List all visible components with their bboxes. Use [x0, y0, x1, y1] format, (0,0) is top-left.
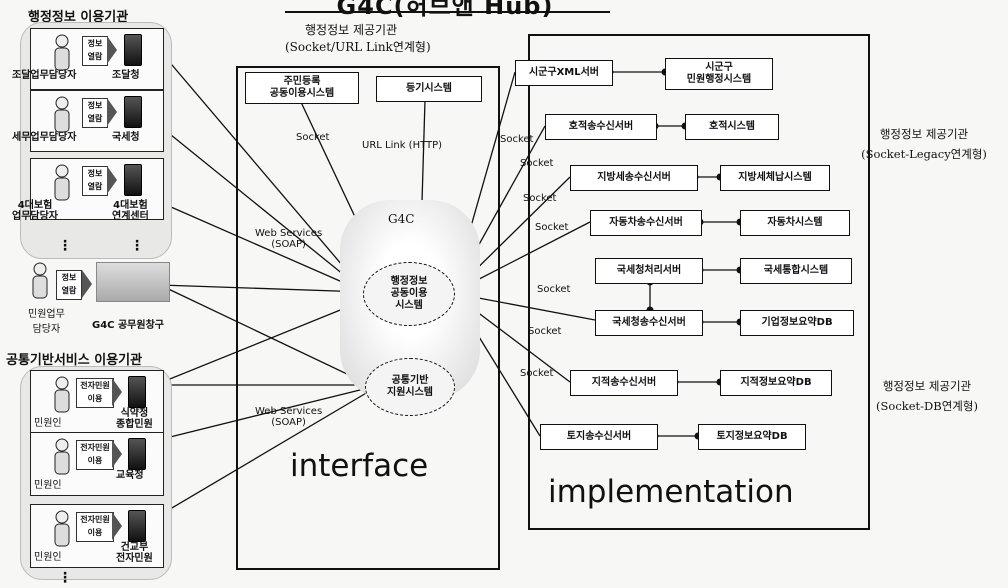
implementation-label: implementation [548, 474, 794, 510]
socket-label-6: Socket [528, 326, 562, 337]
impl-server-box: 호적송수신서버 [545, 114, 657, 140]
provider-top-subtitle: (Socket/URL Link연계형) [285, 40, 431, 54]
arrow-icon [112, 378, 122, 406]
interface-frame [236, 66, 500, 570]
person-icon [52, 438, 72, 482]
server-icon [128, 438, 146, 470]
legacy-provider-label: 행정정보 제공기관 (Socket-Legacy연계형) [861, 127, 987, 161]
arrow-icon [107, 36, 117, 64]
sharing-system-node: 행정정보 공동이용 시스템 [363, 262, 455, 326]
lt-person-label: 4대보험 업무담당자 [12, 200, 58, 222]
civil-person-icon [30, 262, 50, 306]
person-icon [52, 510, 72, 554]
lb-org-label: 식약청 종합민원 [116, 408, 153, 430]
implementation-frame [528, 34, 870, 530]
server-icon [124, 164, 142, 196]
impl-system-box: 호적시스템 [685, 114, 779, 140]
person-icon [52, 34, 72, 78]
g4c-label: G4C [388, 212, 415, 226]
impl-server-box: 국세청처리서버 [595, 258, 703, 284]
arrow-icon [107, 98, 117, 126]
lb-person-label: 민원인 [34, 552, 62, 563]
lt-tag: 정보 열람 [82, 98, 108, 128]
common-support-node: 공통기반 지원시스템 [365, 358, 455, 416]
person-icon [52, 376, 72, 420]
lt-org-label: 4대보험 연계센터 [112, 200, 149, 222]
civil-tag: 정보 열람 [56, 270, 82, 300]
db-provider-label: 행정정보 제공기관 (Socket-DB연계형) [876, 379, 978, 413]
registry-system-box: 등기시스템 [376, 76, 482, 102]
server-icon [124, 96, 142, 128]
civil-person-label: 민원업무 담당자 [28, 309, 65, 335]
lb-person-label: 민원인 [34, 480, 62, 491]
impl-server-box: 시군구XML서버 [515, 60, 613, 86]
lt-tag: 정보 열람 [82, 166, 108, 196]
server-icon [128, 376, 146, 408]
web-services-label-1: Web Services (SOAP) [255, 228, 323, 250]
more-dots: ⋮ [130, 238, 144, 254]
impl-server-box: 국세청송수신서버 [595, 310, 703, 336]
person-icon [52, 96, 72, 140]
civil-desk-image [96, 262, 170, 302]
socket-label-interface: Socket [296, 132, 330, 143]
impl-server-box: 지적송수신서버 [570, 370, 678, 396]
impl-server-box: 토지송수신서버 [540, 424, 658, 450]
lb-tag: 전자민원 이용 [76, 440, 114, 470]
impl-system-box: 지방세체납시스템 [720, 165, 830, 191]
socket-label-1: Socket [500, 134, 534, 145]
lb-org-label: 건교부 전자민원 [116, 542, 153, 564]
lt-org-label: 국세청 [112, 132, 140, 143]
impl-system-box: 국세통합시스템 [740, 258, 852, 284]
arrow-icon [112, 440, 122, 468]
lb-tag: 전자민원 이용 [76, 378, 114, 408]
impl-server-box: 지방세송수신서버 [570, 165, 698, 191]
person-icon [52, 164, 72, 208]
more-dots: ⋮ [58, 238, 72, 254]
lt-org-label: 조달청 [112, 70, 140, 81]
impl-system-box: 기업정보요약DB [740, 310, 854, 336]
lt-person-label: 세무업무담당자 [12, 132, 77, 143]
socket-label-3: Socket [523, 193, 557, 204]
impl-system-box: 지적정보요약DB [720, 370, 832, 396]
left-top-group-title: 행정정보 이용기관 [28, 10, 129, 25]
socket-label-4: Socket [535, 222, 569, 233]
lt-person-label: 조달업무담당자 [12, 70, 77, 81]
arrow-icon [112, 512, 122, 540]
impl-system-box: 토지정보요약DB [698, 424, 806, 450]
web-services-label-2: Web Services (SOAP) [255, 406, 323, 428]
provider-top-title: 행정정보 제공기관 [305, 23, 398, 37]
lb-tag: 전자민원 이용 [76, 512, 114, 542]
resident-registry-box: 주민등록 공동이용시스템 [245, 72, 359, 104]
socket-label-7: Socket [520, 368, 554, 379]
left-bottom-group-title: 공통기반서비스 이용기관 [6, 353, 143, 368]
civil-org-label: G4C 공무원창구 [92, 320, 164, 331]
lb-org-label: 교육청 [116, 470, 144, 481]
title-underline [285, 11, 610, 13]
server-icon [124, 34, 142, 66]
impl-system-box: 시군구 민원행정시스템 [665, 58, 773, 90]
interface-label: interface [290, 448, 429, 484]
diagram-title: G4C(허브앤 Hub) [336, 0, 554, 20]
url-link-label: URL Link (HTTP) [362, 140, 443, 151]
socket-label-2: Socket [520, 158, 554, 169]
civil-arrow-icon [82, 270, 92, 298]
impl-system-box: 자동차시스템 [740, 210, 850, 236]
lb-person-label: 민원인 [34, 418, 62, 429]
arrow-icon [107, 166, 117, 194]
more-dots: ⋮ [58, 570, 72, 586]
socket-label-5: Socket [537, 284, 571, 295]
server-icon [128, 510, 146, 542]
lt-tag: 정보 열람 [82, 36, 108, 66]
impl-server-box: 자동차송수신서버 [590, 210, 702, 236]
